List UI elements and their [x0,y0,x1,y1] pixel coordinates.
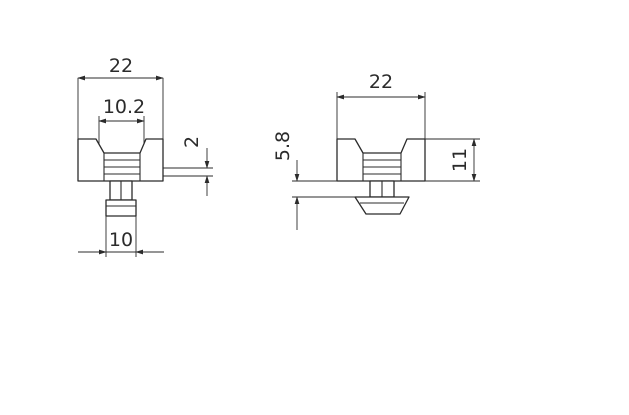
right-offset-dimension: 5.8 [272,131,355,230]
right-wing-nut-body [336,138,426,215]
left-view: 22 10.2 2 10 [77,55,213,257]
left-wing-nut-body [77,138,164,217]
left-neck-label: 10.2 [103,96,145,118]
left-step-dimension: 2 [163,136,213,196]
right-total-dimension: 11 [425,138,480,182]
left-base-label: 10 [109,229,133,251]
left-width-dimension: 22 [77,55,164,139]
left-base-dimension: 10 [78,216,164,257]
right-view: 22 5.8 11 [272,71,480,230]
left-neck-dimension: 10.2 [98,96,145,144]
right-offset-label: 5.8 [272,131,294,161]
right-total-label: 11 [449,148,471,172]
right-width-dimension: 22 [336,71,426,139]
left-step-label: 2 [181,136,203,148]
left-width-label: 22 [109,55,133,77]
right-width-label: 22 [369,71,393,93]
